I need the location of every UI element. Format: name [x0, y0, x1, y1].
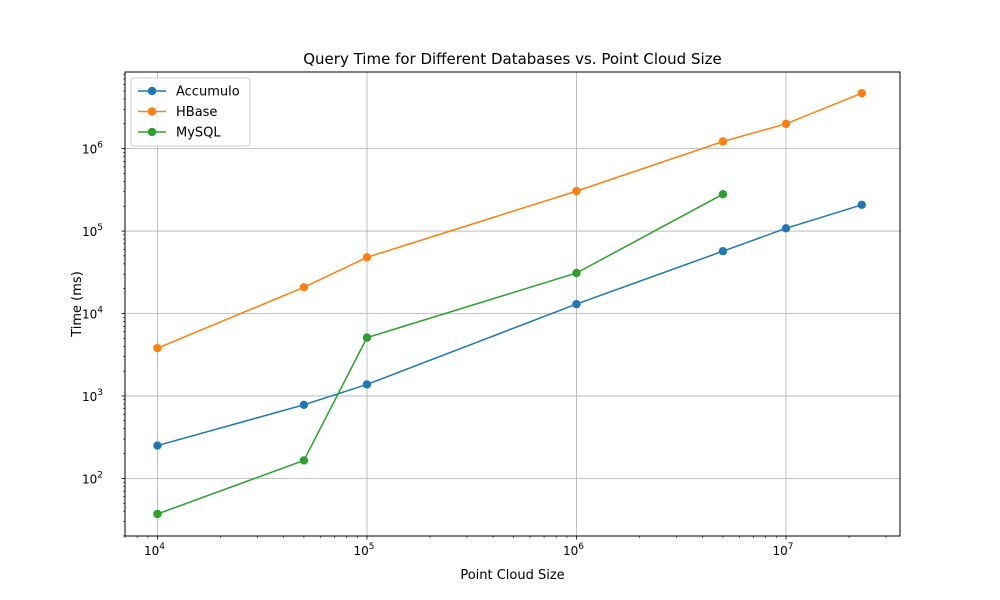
data-point-accumulo: [572, 299, 581, 309]
x-tick-label: 106: [563, 542, 584, 558]
data-point-mysql: [362, 333, 372, 342]
data-point-hbase: [153, 343, 162, 353]
plot-frame: [124, 71, 901, 537]
data-point-hbase: [857, 89, 866, 98]
data-point-accumulo: [718, 246, 728, 256]
x-axis-title: Point Cloud Size: [460, 568, 564, 583]
data-point-mysql: [572, 268, 581, 278]
data-point-hbase: [718, 137, 728, 146]
y-axis-title: Time (ms): [70, 271, 85, 338]
data-point-accumulo: [857, 200, 866, 210]
data-point-hbase: [362, 253, 372, 262]
legend-box: [130, 77, 251, 147]
y-tick-label: 104: [82, 305, 103, 321]
data-point-mysql: [718, 189, 728, 199]
y-tick-label: 103: [82, 388, 103, 404]
data-point-accumulo: [153, 441, 162, 450]
data-point-accumulo: [299, 400, 309, 410]
y-tick-label: 102: [82, 470, 103, 486]
x-tick-label: 105: [353, 542, 374, 558]
data-point-hbase: [299, 283, 309, 292]
chart-title: Query Time for Different Databases vs. P…: [303, 50, 722, 68]
major-ticks: [121, 148, 787, 540]
series-group: [153, 89, 866, 519]
data-point-mysql: [299, 456, 309, 465]
x-tick-label: 104: [144, 542, 165, 558]
y-tick-label: 105: [82, 223, 103, 239]
data-point-hbase: [572, 186, 581, 196]
data-point-accumulo: [781, 224, 791, 233]
y-tick-label: 106: [82, 141, 103, 157]
data-point-mysql: [153, 509, 162, 519]
legend-marker-mysql: [147, 127, 157, 137]
data-point-accumulo: [362, 380, 372, 389]
legend-label-mysql: MySQL: [176, 126, 221, 141]
legend-label-accumulo: Accumulo: [176, 85, 240, 100]
legend-marker-accumulo: [147, 86, 157, 96]
legend-marker-hbase: [147, 107, 157, 116]
legend-label-hbase: HBase: [176, 105, 217, 120]
data-point-hbase: [781, 119, 791, 129]
x-tick-label: 107: [773, 542, 794, 558]
